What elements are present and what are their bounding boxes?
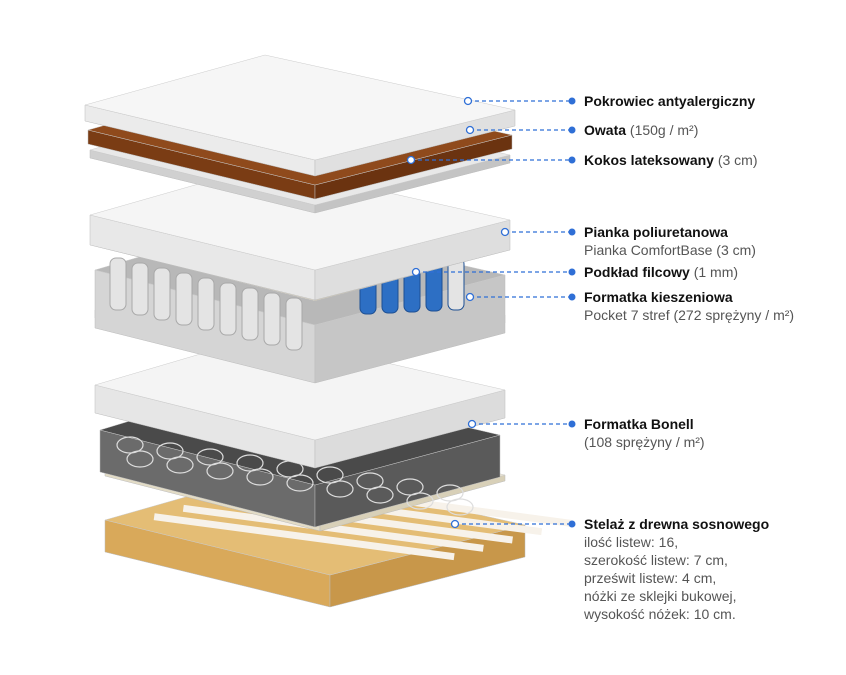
callout-title: Formatka Bonell [584, 416, 694, 432]
callout-pine-frame: Stelaż z drewna sosnowego ilość listew: … [584, 515, 769, 623]
bonell-coil [246, 468, 274, 486]
callout-suffix: (3 cm) [717, 152, 758, 168]
callout-dot-icon [568, 520, 576, 528]
bonell-coil [396, 478, 424, 496]
pocket-coil [285, 297, 303, 351]
callout-dot-icon [568, 156, 576, 164]
pocket-coil [153, 267, 171, 321]
pocket-coil [175, 272, 193, 326]
callout-anchor-icon [465, 292, 475, 302]
bonell-coil [316, 466, 344, 484]
callout-anchor-icon [411, 267, 421, 277]
callout-anchor-icon [406, 155, 416, 165]
pocket-coil-blue [447, 257, 465, 311]
callout-anchor-icon [465, 125, 475, 135]
callout-title: Kokos lateksowany [584, 152, 714, 168]
pocket-coil [219, 282, 237, 336]
callout-title: Pianka poliuretanowa [584, 224, 728, 240]
pocket-coil [131, 262, 149, 316]
callout-bonell-springs: Formatka Bonell (108 sprężyny / m²) [584, 415, 705, 451]
pocket-coil [263, 292, 281, 346]
callout-cover: Pokrowiec antyalergiczny [584, 92, 755, 110]
callout-coconut: Kokos lateksowany (3 cm) [584, 151, 758, 169]
pocket-coil [241, 287, 259, 341]
callout-dot-icon [568, 97, 576, 105]
callout-title: Pokrowiec antyalergiczny [584, 93, 756, 109]
callout-detail: ilość listew: 16, [584, 534, 679, 550]
callout-title: Stelaż z drewna sosnowego [584, 516, 770, 532]
bonell-coil [356, 472, 384, 490]
bonell-coil [406, 492, 434, 510]
callout-dot-icon [568, 293, 576, 301]
callout-detail: Pianka ComfortBase (3 cm) [584, 242, 756, 258]
callout-anchor-icon [467, 419, 477, 429]
callout-detail: szerokość listew: 7 cm, [584, 552, 728, 568]
bonell-coil [166, 456, 194, 474]
bonell-coil [326, 480, 354, 498]
callout-wadding: Owata (150g / m²) [584, 121, 698, 139]
bonell-coil [286, 474, 314, 492]
callout-title: Formatka kieszeniowa [584, 289, 733, 305]
callout-anchor-icon [450, 519, 460, 529]
bonell-coil [236, 454, 264, 472]
bonell-coil [446, 498, 474, 516]
pocket-coil [109, 257, 127, 311]
callout-title: Podkład filcowy [584, 264, 690, 280]
callout-dot-icon [568, 420, 576, 428]
callout-detail: (108 sprężyny / m²) [584, 434, 705, 450]
frame-gap [182, 504, 484, 552]
callout-dot-icon [568, 228, 576, 236]
frame-gap [153, 513, 455, 561]
cover [84, 54, 516, 177]
callout-title: Owata [584, 122, 627, 138]
callout-suffix: (1 mm) [693, 264, 739, 280]
bonell-coil [156, 442, 184, 460]
callout-anchor-icon [463, 96, 473, 106]
callout-felt: Podkład filcowy (1 mm) [584, 263, 738, 281]
callout-dot-icon [568, 268, 576, 276]
bonell-coil [196, 448, 224, 466]
bonell-coil [116, 436, 144, 454]
bonell-coil [206, 462, 234, 480]
foam-lower [94, 334, 506, 469]
bonell-coil [366, 486, 394, 504]
pocket-coil [197, 277, 215, 331]
bonell-coil [436, 484, 464, 502]
callout-anchor-icon [500, 227, 510, 237]
callout-detail: prześwit listew: 4 cm, [584, 570, 717, 586]
bonell-coil [126, 450, 154, 468]
cover-top [84, 54, 516, 161]
callout-detail: Pocket 7 stref (272 sprężyny / m²) [584, 307, 795, 323]
callout-detail: wysokość nóżek: 10 cm. [584, 606, 736, 622]
foam-top [89, 164, 511, 301]
callout-dot-icon [568, 126, 576, 134]
callout-detail: nóżki ze sklejki bukowej, [584, 588, 737, 604]
callout-suffix: (150g / m²) [629, 122, 699, 138]
